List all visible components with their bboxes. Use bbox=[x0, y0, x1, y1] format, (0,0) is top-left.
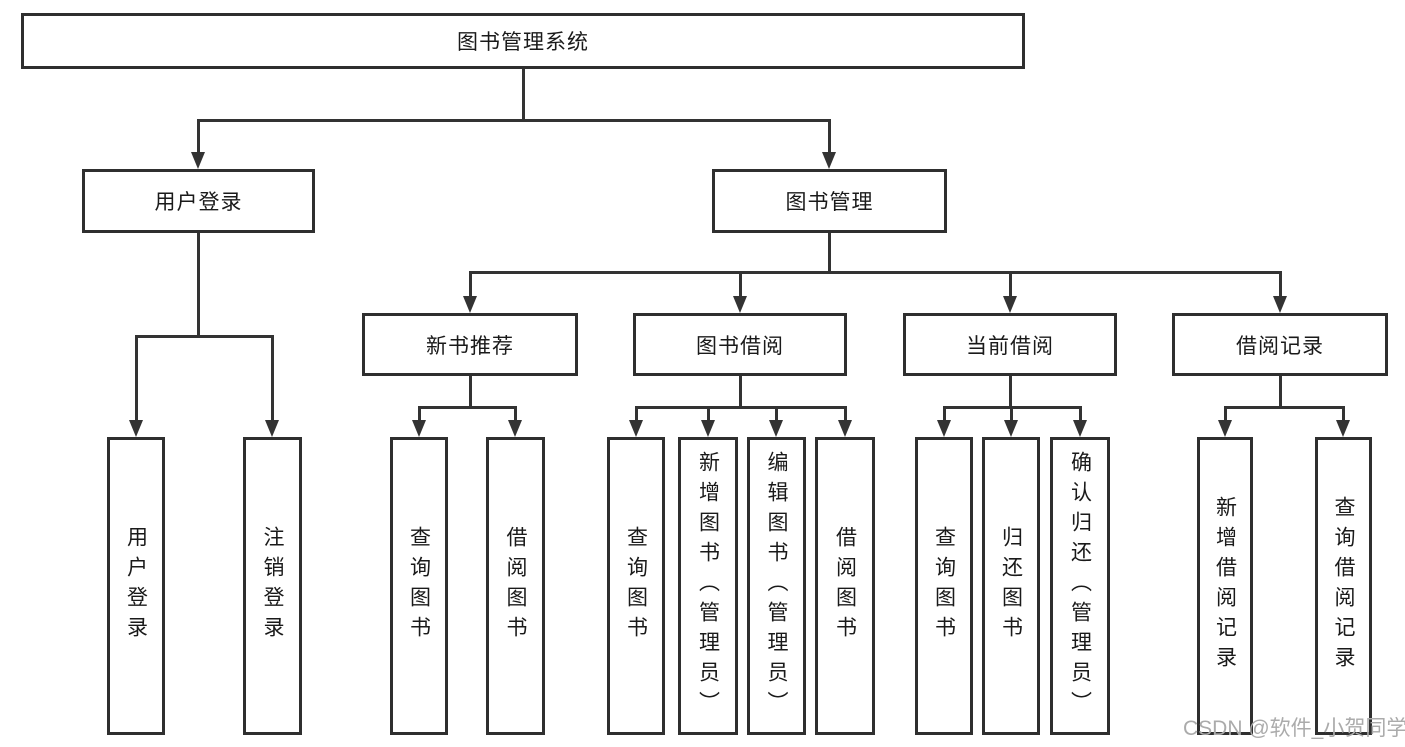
node-user-login-label: 用户登录 bbox=[154, 191, 243, 214]
connector-line bbox=[828, 233, 831, 274]
arrow-down-icon bbox=[129, 420, 143, 437]
connector-line bbox=[135, 335, 274, 338]
connector-line bbox=[1342, 407, 1345, 421]
connector-line bbox=[135, 336, 138, 421]
leaf-add-book-admin: 新增图书（管理员） bbox=[678, 437, 738, 735]
connector-line bbox=[469, 376, 472, 409]
arrow-down-icon bbox=[822, 152, 836, 169]
connector-line bbox=[739, 376, 742, 409]
connector-line bbox=[635, 407, 638, 421]
connector-line bbox=[707, 407, 710, 421]
leaf-query-borrow-record-label: 查询借阅记录 bbox=[1332, 496, 1355, 676]
leaf-borrow-book: 借阅图书 bbox=[815, 437, 875, 735]
node-root: 图书管理系统 bbox=[21, 13, 1025, 69]
arrow-down-icon bbox=[769, 420, 783, 437]
connector-line bbox=[1224, 406, 1345, 409]
node-current-borrow: 当前借阅 bbox=[903, 313, 1117, 376]
leaf-edit-book-admin: 编辑图书（管理员） bbox=[747, 437, 806, 735]
leaf-borrow-query-book: 查询图书 bbox=[607, 437, 665, 735]
connector-line bbox=[828, 120, 831, 155]
arrow-down-icon bbox=[629, 420, 643, 437]
connector-line bbox=[775, 407, 778, 421]
leaf-recommend-borrow-book: 借阅图书 bbox=[486, 437, 545, 735]
leaf-confirm-return-admin-label: 确认归还（管理员） bbox=[1068, 451, 1092, 721]
leaf-user-login-label: 用户登录 bbox=[124, 526, 148, 646]
connector-line bbox=[418, 407, 421, 421]
leaf-query-borrow-record: 查询借阅记录 bbox=[1315, 437, 1372, 735]
leaf-return-book-label: 归还图书 bbox=[999, 526, 1023, 646]
connector-line bbox=[197, 119, 831, 122]
connector-line bbox=[739, 272, 742, 297]
leaf-borrow-book-label: 借阅图书 bbox=[833, 526, 857, 646]
leaf-logout: 注销登录 bbox=[243, 437, 302, 735]
connector-line bbox=[1224, 407, 1227, 421]
arrow-down-icon bbox=[701, 420, 715, 437]
leaf-user-login: 用户登录 bbox=[107, 437, 165, 735]
leaf-logout-label: 注销登录 bbox=[261, 526, 284, 646]
arrow-down-icon bbox=[1004, 420, 1018, 437]
node-new-book-recommend: 新书推荐 bbox=[362, 313, 578, 376]
leaf-current-query-book-label: 查询图书 bbox=[932, 526, 956, 646]
leaf-borrow-query-book-label: 查询图书 bbox=[624, 526, 648, 646]
node-borrow-record-label: 借阅记录 bbox=[1236, 334, 1324, 358]
connector-line bbox=[1009, 272, 1012, 297]
arrow-down-icon bbox=[1073, 420, 1087, 437]
arrow-down-icon bbox=[1273, 296, 1287, 313]
arrow-down-icon bbox=[1336, 420, 1350, 437]
leaf-recommend-query-book: 查询图书 bbox=[390, 437, 448, 735]
leaf-edit-book-admin-label: 编辑图书（管理员） bbox=[765, 451, 788, 721]
node-root-label: 图书管理系统 bbox=[457, 31, 589, 54]
arrow-down-icon bbox=[508, 420, 522, 437]
connector-line bbox=[271, 336, 274, 421]
leaf-add-borrow-record-label: 新增借阅记录 bbox=[1213, 496, 1237, 676]
node-book-borrow-label: 图书借阅 bbox=[696, 334, 784, 358]
leaf-confirm-return-admin: 确认归还（管理员） bbox=[1050, 437, 1110, 735]
node-new-book-recommend-label: 新书推荐 bbox=[426, 334, 514, 358]
arrow-down-icon bbox=[412, 420, 426, 437]
arrow-down-icon bbox=[937, 420, 951, 437]
arrow-down-icon bbox=[191, 152, 205, 169]
connector-line bbox=[197, 120, 200, 155]
connector-line bbox=[635, 406, 847, 409]
connector-line bbox=[418, 406, 517, 409]
connector-line bbox=[1010, 407, 1013, 421]
node-user-login: 用户登录 bbox=[82, 169, 315, 233]
connector-line bbox=[844, 407, 847, 421]
leaf-recommend-borrow-book-label: 借阅图书 bbox=[504, 526, 527, 646]
node-current-borrow-label: 当前借阅 bbox=[966, 334, 1054, 358]
connector-line bbox=[522, 69, 525, 122]
connector-line bbox=[1009, 376, 1012, 409]
node-book-management-label: 图书管理 bbox=[785, 191, 874, 214]
leaf-add-book-admin-label: 新增图书（管理员） bbox=[696, 451, 720, 721]
node-book-borrow: 图书借阅 bbox=[633, 313, 847, 376]
connector-line bbox=[469, 272, 472, 297]
connector-line bbox=[514, 407, 517, 421]
arrow-down-icon bbox=[265, 420, 279, 437]
leaf-current-query-book: 查询图书 bbox=[915, 437, 973, 735]
arrow-down-icon bbox=[1218, 420, 1232, 437]
connector-line bbox=[197, 233, 200, 338]
connector-line bbox=[1279, 376, 1282, 409]
node-book-management: 图书管理 bbox=[712, 169, 947, 233]
connector-line bbox=[1079, 407, 1082, 421]
arrow-down-icon bbox=[838, 420, 852, 437]
csdn-watermark: CSDN @软件_小贺同学 bbox=[1183, 717, 1405, 740]
arrow-down-icon bbox=[1003, 296, 1017, 313]
leaf-recommend-query-book-label: 查询图书 bbox=[407, 526, 431, 646]
arrow-down-icon bbox=[463, 296, 477, 313]
leaf-return-book: 归还图书 bbox=[982, 437, 1040, 735]
leaf-add-borrow-record: 新增借阅记录 bbox=[1197, 437, 1253, 735]
connector-line bbox=[469, 271, 1282, 274]
connector-line bbox=[1279, 272, 1282, 297]
connector-line bbox=[943, 407, 946, 421]
arrow-down-icon bbox=[733, 296, 747, 313]
node-borrow-record: 借阅记录 bbox=[1172, 313, 1388, 376]
